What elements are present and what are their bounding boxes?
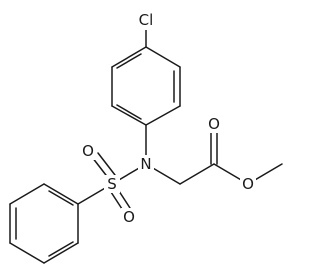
ch2-c-bond bbox=[179, 163, 215, 185]
s-o-top-bond-2 bbox=[97, 152, 116, 176]
chemical-structure: Cl N S O O O O bbox=[9, 11, 283, 264]
sulfonyl-oxygen-bottom-label: O bbox=[123, 208, 135, 226]
atom-chlorine: Cl bbox=[134, 11, 158, 30]
carbonyl-oxygen-label: O bbox=[208, 115, 220, 133]
atom-carbonyl-oxygen: O bbox=[206, 115, 222, 133]
structure-canvas: Cl N S O O O O bbox=[9, 11, 283, 264]
atom-sulfur: S bbox=[104, 175, 120, 193]
chlorine-label: Cl bbox=[139, 11, 154, 29]
nitrogen-label: N bbox=[140, 155, 151, 173]
atom-sulfonyl-oxygen-top: O bbox=[80, 142, 96, 160]
atom-ester-oxygen: O bbox=[240, 175, 256, 193]
atom-sulfonyl-oxygen-bottom: O bbox=[121, 208, 137, 226]
sulfonyl-oxygen-top-label: O bbox=[82, 142, 94, 160]
atom-nitrogen: N bbox=[138, 155, 154, 173]
chlorophenyl-ring bbox=[111, 46, 181, 126]
phenyl-ring bbox=[9, 183, 79, 264]
ester-oxygen-label: O bbox=[242, 175, 254, 193]
sulfur-label: S bbox=[107, 175, 117, 193]
